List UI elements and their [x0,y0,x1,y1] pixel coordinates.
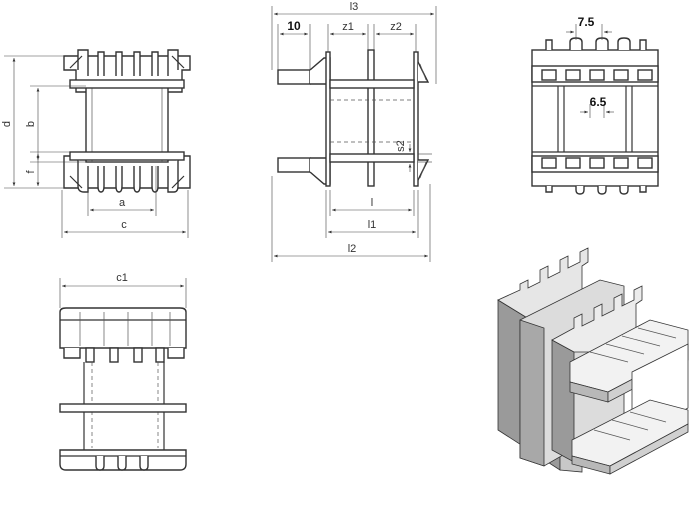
dim-label-s2: s2 [395,140,407,152]
dim-label-b: b [25,121,37,127]
dim-label-pitch-mid: 6.5 [590,95,607,109]
dim-label-z2: z2 [390,21,402,33]
end-view: 7.5 6.5 [531,15,659,195]
dim-label-c: c [121,219,127,231]
isometric-view [497,247,689,475]
front-view: d b f a c [1,49,191,238]
dim-label-pitch-top: 7.5 [578,15,595,29]
dim-label-10: 10 [287,19,301,33]
top-view: c1 [59,272,187,471]
dim-label-z1: z1 [342,21,354,33]
dim-label-l1: l1 [368,219,377,231]
dim-label-c1: c1 [116,272,128,284]
dim-label-f: f [25,170,37,174]
dim-label-l2: l2 [348,243,357,255]
dim-label-l3: l3 [350,1,359,13]
dim-label-d: d [1,121,13,127]
dim-label-l: l [371,197,373,209]
side-view: l3 10 z1 z2 s2 l l1 l2 [271,1,437,262]
dim-label-a: a [119,197,126,209]
